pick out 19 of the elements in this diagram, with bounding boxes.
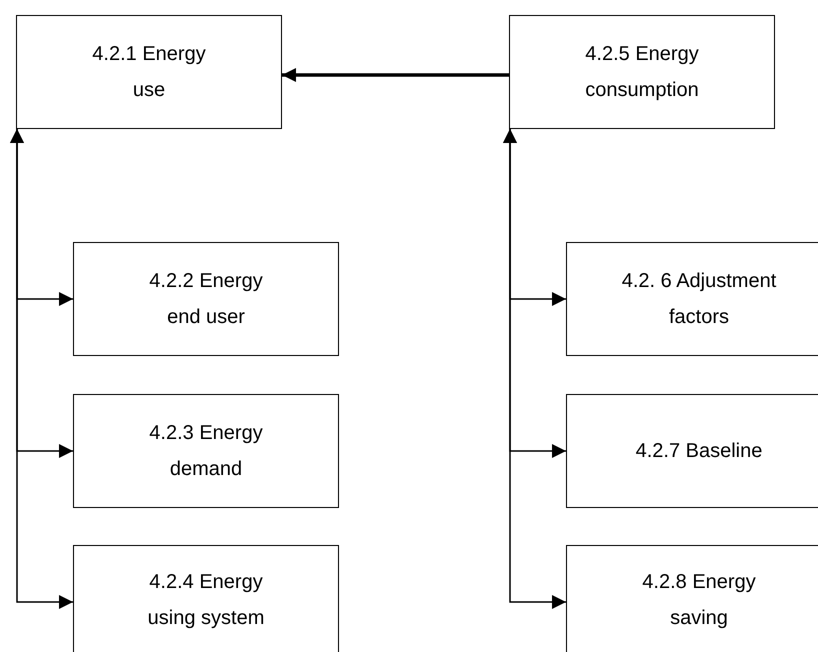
text-box (566, 394, 818, 508)
box-label: 4.2.3 Energy demand (148, 421, 264, 482)
box-label: 4.2.1 Energy use (91, 42, 207, 103)
text-box (509, 15, 775, 129)
arrow (503, 129, 566, 609)
box-label: 4.2.8 Energy saving (641, 570, 757, 631)
text-box (16, 15, 282, 129)
box-label: 4.2.4 Energy using system (146, 570, 266, 631)
box-label: 4.2.7 Baseline (634, 439, 764, 464)
text-box (566, 545, 818, 652)
text-box (73, 394, 339, 508)
box-label: 4.2. 6 Adjustment factors (620, 269, 778, 330)
arrow (282, 68, 509, 82)
text-box (566, 242, 818, 356)
box-label: 4.2.5 Energy consumption (584, 42, 700, 103)
box-label: 4.2.2 Energy end user (148, 269, 264, 330)
text-box (73, 545, 339, 652)
text-box (73, 242, 339, 356)
arrow (10, 129, 73, 609)
